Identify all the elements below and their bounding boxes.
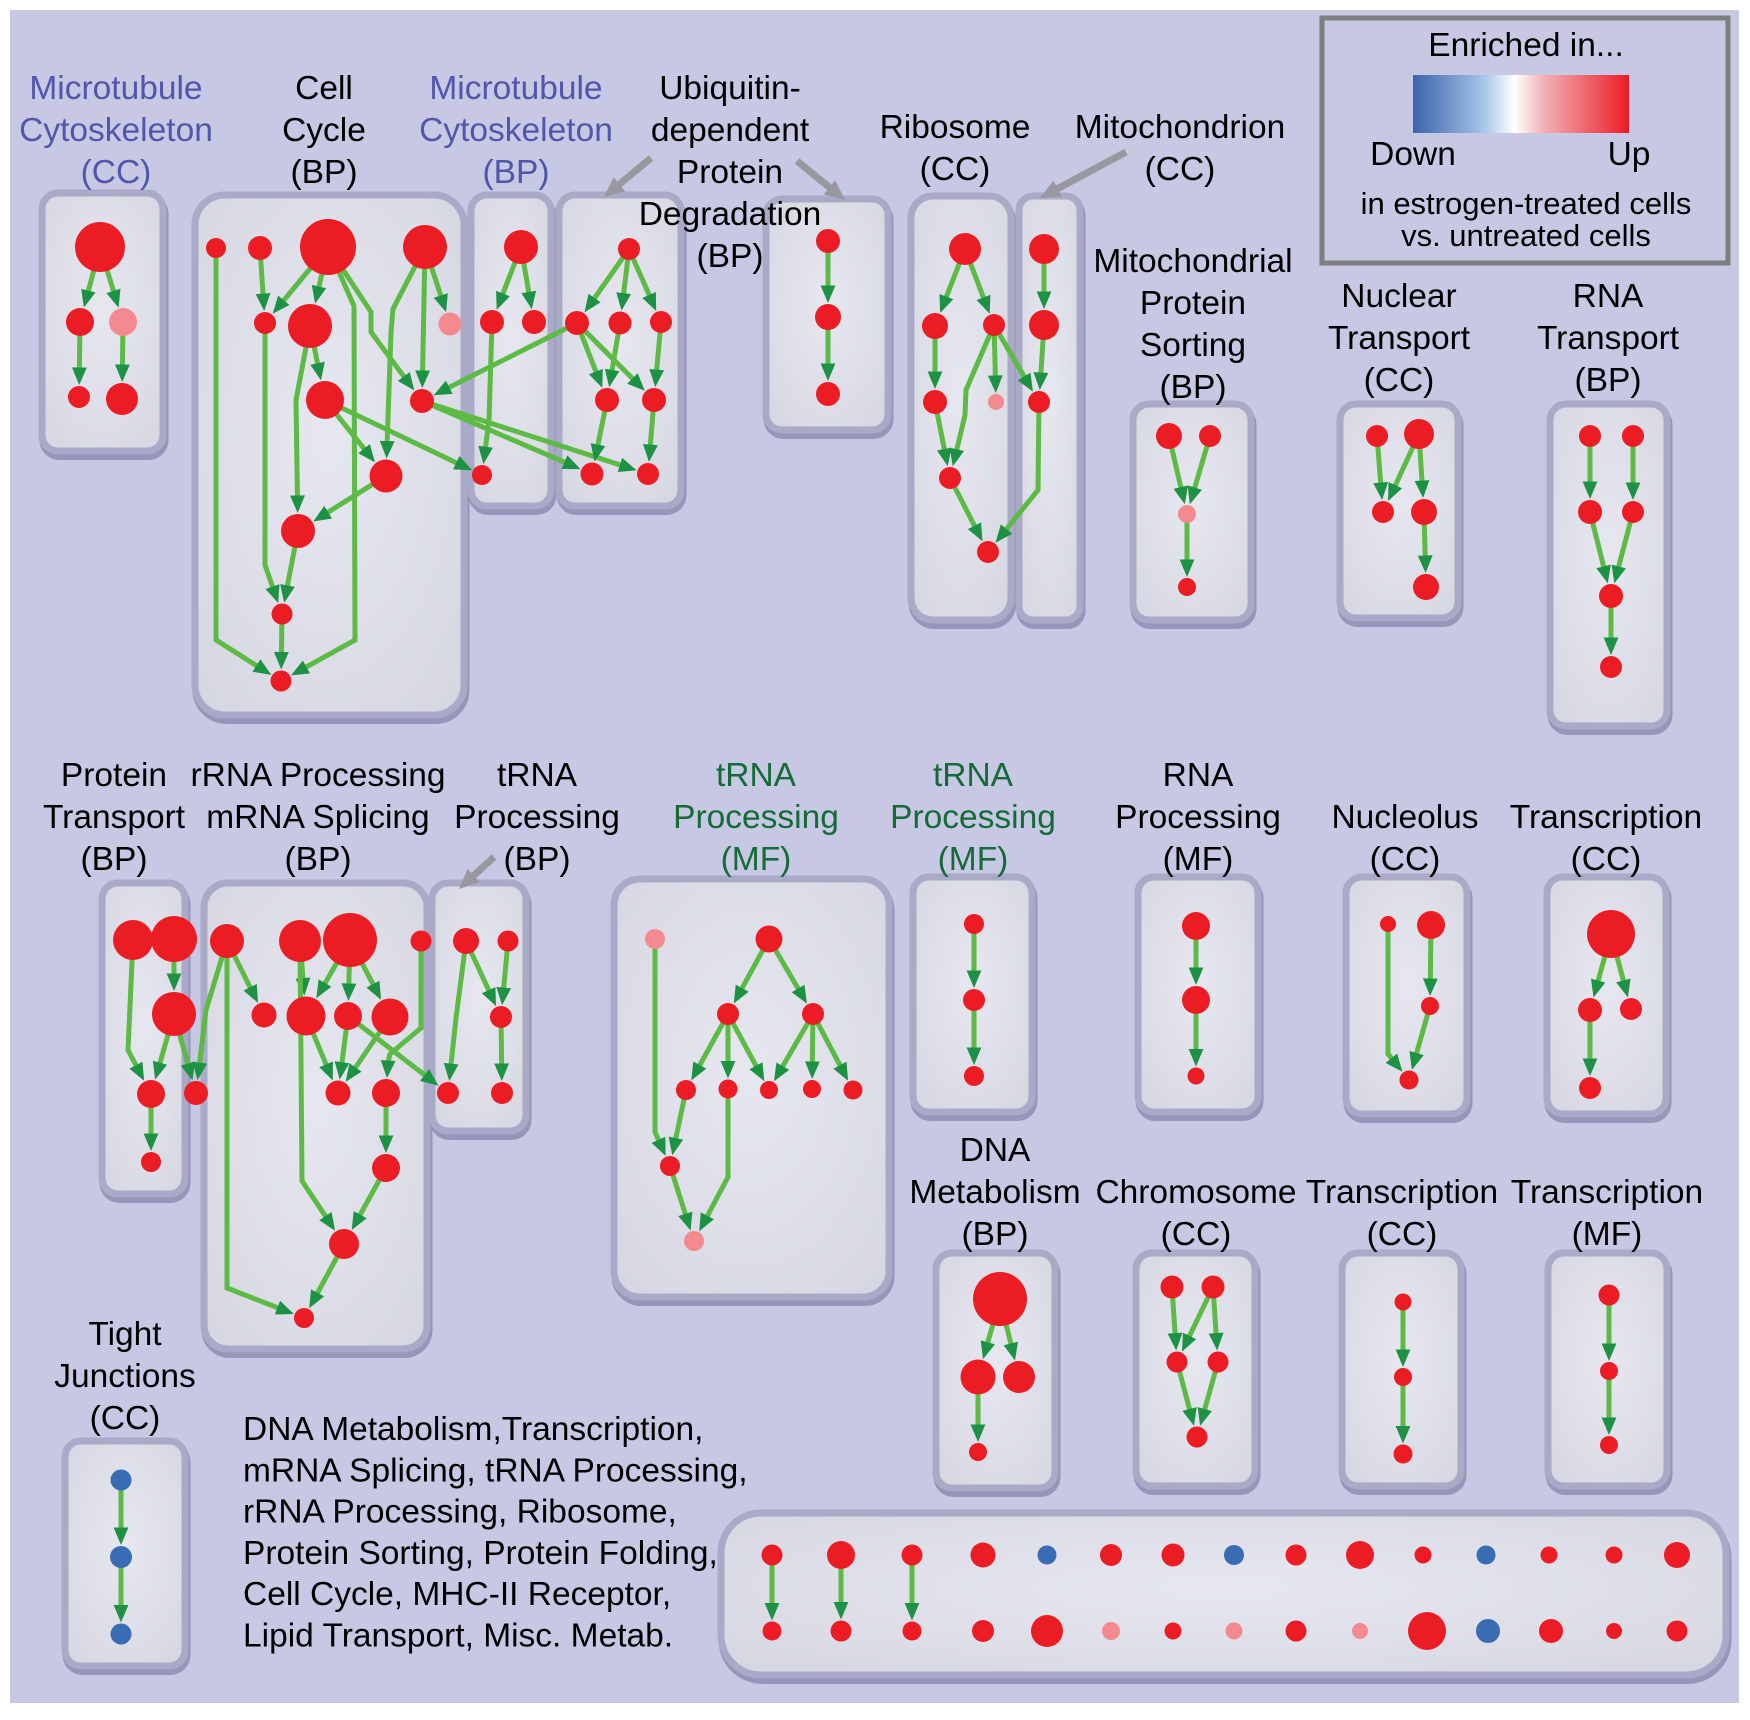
svg-text:Degradation: Degradation [639,196,822,233]
svg-text:Lipid Transport, Misc. Metab.: Lipid Transport, Misc. Metab. [243,1618,673,1655]
svg-text:Protein Sorting, Protein Foldi: Protein Sorting, Protein Folding, [243,1535,718,1572]
svg-text:Sorting: Sorting [1140,327,1246,364]
svg-text:(MF): (MF) [1572,1216,1643,1253]
svg-text:(MF): (MF) [721,841,792,878]
svg-text:Nucleolus: Nucleolus [1331,799,1478,836]
svg-text:(BP): (BP) [962,1216,1029,1253]
svg-text:(BP): (BP) [697,238,764,275]
svg-text:vs. untreated cells: vs. untreated cells [1401,218,1651,253]
svg-text:Transcription: Transcription [1510,799,1702,836]
svg-text:Up: Up [1608,136,1651,173]
svg-text:Mitochondrion: Mitochondrion [1075,109,1285,146]
svg-text:Cytoskeleton: Cytoskeleton [19,112,213,149]
svg-text:dependent: dependent [651,112,810,149]
svg-text:(BP): (BP) [1160,369,1227,406]
svg-text:Processing: Processing [454,799,620,836]
svg-text:Processing: Processing [673,799,839,836]
svg-text:RNA: RNA [1163,757,1234,794]
svg-text:Ubiquitin-: Ubiquitin- [659,70,801,107]
svg-text:DNA: DNA [960,1132,1031,1169]
svg-text:tRNA: tRNA [716,757,797,794]
svg-text:Cell: Cell [295,70,353,107]
svg-text:rRNA Processing, Ribosome,: rRNA Processing, Ribosome, [243,1494,677,1531]
svg-text:RNA: RNA [1573,278,1644,315]
svg-text:(BP): (BP) [1575,362,1642,399]
svg-text:(BP): (BP) [483,154,550,191]
svg-text:Transport: Transport [43,799,186,836]
svg-text:(CC): (CC) [1370,841,1441,878]
svg-text:(BP): (BP) [291,154,358,191]
svg-text:Microtubule: Microtubule [429,70,602,107]
svg-text:(BP): (BP) [81,841,148,878]
svg-text:Transcription: Transcription [1511,1174,1703,1211]
svg-text:(CC): (CC) [1367,1216,1438,1253]
svg-text:(CC): (CC) [90,1400,161,1437]
svg-text:(MF): (MF) [1163,841,1234,878]
svg-text:(CC): (CC) [1145,151,1216,188]
svg-text:DNA Metabolism,Transcription,: DNA Metabolism,Transcription, [243,1411,703,1448]
svg-text:Ribosome: Ribosome [880,109,1031,146]
svg-text:Cell Cycle, MHC-II Receptor,: Cell Cycle, MHC-II Receptor, [243,1576,671,1613]
svg-text:Down: Down [1370,136,1456,173]
svg-text:(BP): (BP) [504,841,571,878]
svg-text:(CC): (CC) [1571,841,1642,878]
svg-text:in estrogen-treated cells: in estrogen-treated cells [1361,186,1692,221]
svg-text:Protein: Protein [677,154,783,191]
svg-text:Metabolism: Metabolism [909,1174,1080,1211]
svg-text:Nuclear: Nuclear [1341,278,1456,315]
svg-text:Transcription: Transcription [1306,1174,1498,1211]
svg-text:Transport: Transport [1537,320,1680,357]
svg-text:Protein: Protein [1140,285,1246,322]
svg-text:Mitochondrial: Mitochondrial [1093,243,1292,280]
svg-text:Processing: Processing [890,799,1056,836]
svg-text:tRNA: tRNA [497,757,578,794]
svg-text:Transport: Transport [1328,320,1471,357]
svg-text:Junctions: Junctions [54,1358,196,1395]
svg-text:tRNA: tRNA [933,757,1014,794]
svg-text:mRNA Splicing, tRNA Processing: mRNA Splicing, tRNA Processing, [243,1452,748,1489]
svg-text:(CC): (CC) [1161,1216,1232,1253]
svg-text:Cycle: Cycle [282,112,366,149]
svg-text:(CC): (CC) [920,151,991,188]
svg-text:Processing: Processing [1115,799,1281,836]
svg-text:Chromosome: Chromosome [1095,1174,1296,1211]
svg-text:Enriched in...: Enriched in... [1428,27,1624,64]
svg-text:rRNA Processing: rRNA Processing [190,757,445,794]
svg-text:Tight: Tight [88,1316,162,1353]
svg-text:(MF): (MF) [938,841,1009,878]
svg-text:Protein: Protein [61,757,167,794]
svg-text:(CC): (CC) [81,154,152,191]
svg-text:(BP): (BP) [285,841,352,878]
svg-text:Cytoskeleton: Cytoskeleton [419,112,613,149]
svg-text:(CC): (CC) [1364,362,1435,399]
svg-text:Microtubule: Microtubule [29,70,202,107]
svg-text:mRNA Splicing: mRNA Splicing [206,799,429,836]
